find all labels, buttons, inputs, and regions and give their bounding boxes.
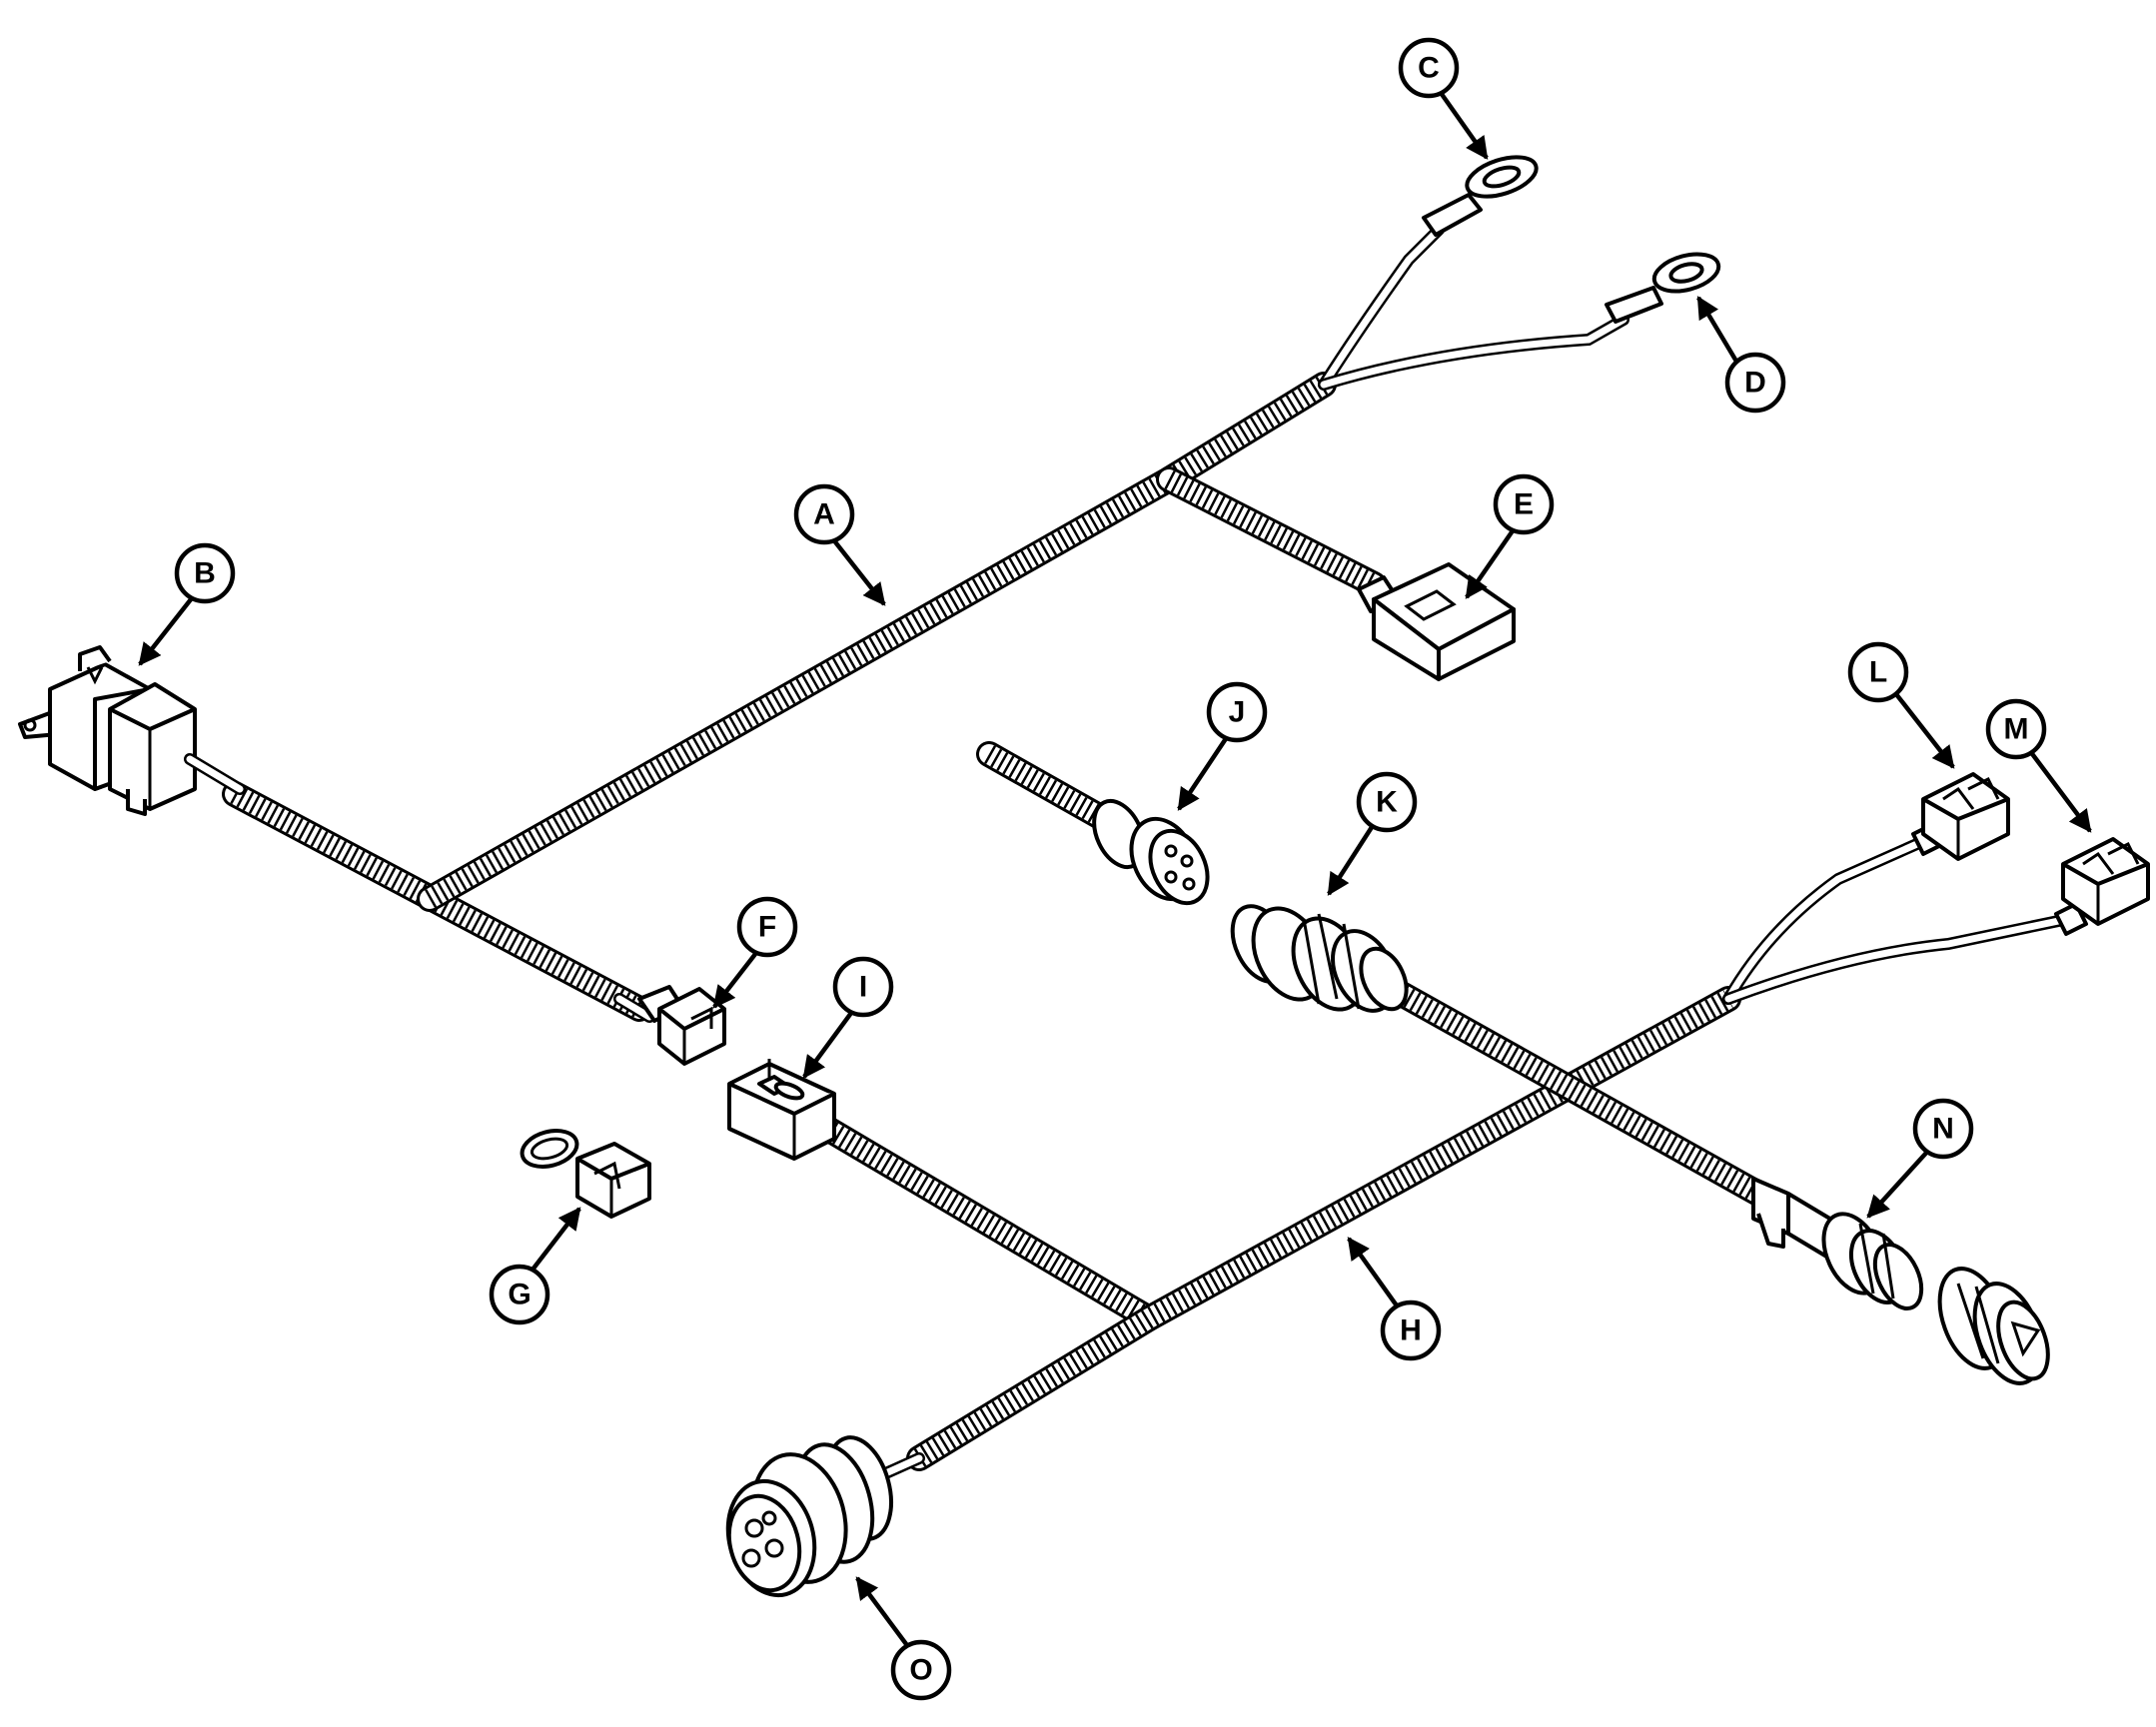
ring-terminal-d	[1605, 252, 1721, 324]
callout-i: I	[802, 956, 894, 1079]
svg-text:N: N	[1932, 1113, 1954, 1146]
callout-a: A	[793, 483, 886, 606]
svg-text:D: D	[1744, 367, 1766, 400]
callout-h: H	[1347, 1237, 1442, 1361]
svg-text:H: H	[1400, 1314, 1422, 1347]
callout-c: C	[1398, 37, 1489, 160]
relay-b	[18, 645, 246, 816]
callout-j: J	[1177, 681, 1268, 811]
connector-f	[613, 985, 726, 1066]
svg-text:M: M	[2004, 713, 2029, 746]
svg-text:K: K	[1376, 786, 1398, 819]
callout-l: L	[1847, 641, 1955, 769]
connector-i	[727, 1059, 836, 1161]
connector-o	[725, 1435, 893, 1598]
callout-b: B	[138, 542, 236, 666]
mating-plug	[1937, 1267, 2050, 1385]
connector-l	[1911, 772, 2010, 861]
svg-text:L: L	[1869, 656, 1887, 689]
connector-g	[520, 1129, 651, 1219]
svg-text:B: B	[194, 557, 216, 590]
svg-text:C: C	[1418, 52, 1440, 85]
callout-o: O	[855, 1576, 952, 1701]
harness-h	[806, 833, 2074, 1482]
connector-j	[976, 741, 1210, 906]
connector-e	[1357, 562, 1516, 681]
callout-m: M	[1985, 698, 2092, 833]
svg-text:J: J	[1229, 696, 1246, 729]
callout-k: K	[1327, 771, 1418, 896]
callout-e: E	[1465, 473, 1555, 599]
ring-terminal-c	[1422, 155, 1539, 237]
callout-g: G	[489, 1207, 581, 1325]
svg-text:F: F	[758, 911, 776, 944]
connector-k	[1230, 904, 1409, 1013]
callout-d: D	[1696, 296, 1786, 414]
callout-f: F	[712, 896, 798, 1009]
harness-a	[222, 224, 1629, 1022]
connector-n	[1751, 1177, 1924, 1310]
svg-text:O: O	[909, 1654, 932, 1687]
svg-text:A: A	[813, 498, 835, 531]
callout-n: N	[1866, 1098, 1974, 1219]
svg-text:I: I	[859, 971, 867, 1004]
connector-m	[2054, 837, 2150, 936]
svg-text:G: G	[508, 1279, 531, 1311]
svg-text:E: E	[1514, 488, 1534, 521]
